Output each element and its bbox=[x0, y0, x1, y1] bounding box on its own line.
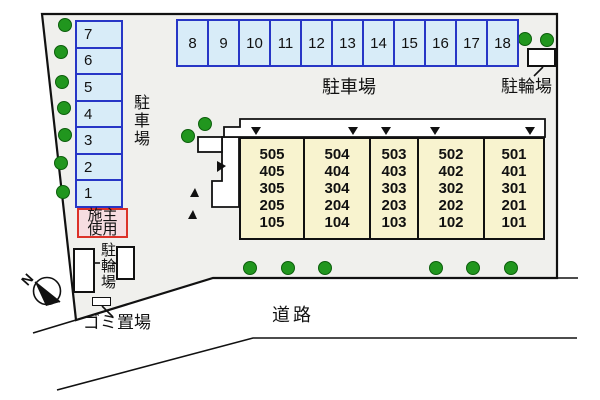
trash-pointer-line bbox=[101, 305, 114, 318]
tree-icon bbox=[318, 261, 332, 275]
room-number: 505 bbox=[259, 146, 285, 163]
parking-space-6: 6 bbox=[75, 46, 123, 76]
room-number: 104 bbox=[324, 214, 350, 231]
bicycle-top-label: 駐輪場 bbox=[501, 77, 552, 96]
tree-icon bbox=[504, 261, 518, 275]
tree-icon bbox=[58, 18, 72, 32]
entrance-marker-icon bbox=[251, 127, 261, 135]
parking-space-1: 1 bbox=[75, 179, 123, 209]
parking-space-2: 2 bbox=[75, 152, 123, 182]
parking-top-label: 駐車場 bbox=[322, 77, 376, 97]
parking-space-5: 5 bbox=[75, 73, 123, 102]
owner-use-line1: 施主 bbox=[87, 207, 118, 224]
room-number: 101 bbox=[501, 214, 527, 231]
tree-icon bbox=[58, 128, 72, 142]
room-number: 305 bbox=[259, 180, 285, 197]
parking-space-3: 3 bbox=[75, 126, 123, 155]
parking-space-7: 7 bbox=[75, 20, 123, 49]
room-number: 102 bbox=[438, 214, 464, 231]
tree-icon bbox=[56, 185, 70, 199]
tree-icon bbox=[55, 75, 69, 89]
tree-icon bbox=[281, 261, 295, 275]
room-number: 501 bbox=[501, 146, 527, 163]
room-number: 201 bbox=[501, 197, 527, 214]
parking-space-8: 8 bbox=[176, 19, 209, 67]
parking-space-13: 13 bbox=[331, 19, 364, 67]
parking-space-11: 11 bbox=[269, 19, 302, 67]
room-number: 402 bbox=[438, 163, 464, 180]
parking-space-12: 12 bbox=[300, 19, 333, 67]
tree-row bbox=[54, 18, 554, 275]
approach-marker-icon bbox=[188, 210, 197, 219]
parking-space-16: 16 bbox=[424, 19, 457, 67]
room-number: 304 bbox=[324, 180, 350, 197]
room-number: 404 bbox=[324, 163, 350, 180]
bicycle-bottom-rect bbox=[73, 248, 95, 293]
parking-space-4: 4 bbox=[75, 99, 123, 129]
parking-space-18: 18 bbox=[486, 19, 519, 67]
tree-icon bbox=[54, 156, 68, 170]
room-number: 203 bbox=[381, 197, 407, 214]
road-top-edge-left bbox=[32, 319, 77, 334]
approach-marker-icon bbox=[190, 188, 199, 197]
room-number: 403 bbox=[381, 163, 407, 180]
tree-icon bbox=[54, 45, 68, 59]
tree-icon bbox=[540, 33, 554, 47]
north-compass-icon: N bbox=[18, 270, 62, 306]
parking-space-14: 14 bbox=[362, 19, 395, 67]
bike-top-pointer-line bbox=[533, 66, 544, 77]
tree-icon bbox=[429, 261, 443, 275]
entrance-marker-icon bbox=[430, 127, 440, 135]
road-bottom-edge bbox=[56, 337, 577, 391]
bicycle-bottom-label: 駐輪場 bbox=[99, 242, 116, 290]
tree-icon bbox=[466, 261, 480, 275]
room-number: 303 bbox=[381, 180, 407, 197]
bicycle-top-rect bbox=[527, 48, 556, 67]
parking-space-9: 9 bbox=[207, 19, 240, 67]
tree-icon bbox=[243, 261, 257, 275]
parking-space-15: 15 bbox=[393, 19, 426, 67]
room-number: 105 bbox=[259, 214, 285, 231]
parking-left-label: 駐車場 bbox=[131, 94, 148, 148]
garbage-area-label: ゴミ置場 bbox=[83, 313, 151, 332]
room-number: 202 bbox=[438, 197, 464, 214]
bicycle-bottom-rect bbox=[116, 246, 135, 280]
owner-use-box: 施主 使用 bbox=[77, 208, 128, 238]
parking-space-10: 10 bbox=[238, 19, 271, 67]
room-number: 401 bbox=[501, 163, 527, 180]
tree-icon bbox=[198, 117, 212, 131]
road-label: 道路 bbox=[272, 305, 314, 325]
side-entrance-icon bbox=[217, 161, 226, 172]
parking-space-17: 17 bbox=[455, 19, 488, 67]
room-number: 204 bbox=[324, 197, 350, 214]
entrance-marker-icon bbox=[381, 127, 391, 135]
entrance-marker-icon bbox=[348, 127, 358, 135]
compass-needle bbox=[35, 282, 60, 306]
room-number: 301 bbox=[501, 180, 527, 197]
room-number: 103 bbox=[381, 214, 407, 231]
tree-icon bbox=[181, 129, 195, 143]
tree-icon bbox=[518, 32, 532, 46]
tree-icon bbox=[57, 101, 71, 115]
room-number: 302 bbox=[438, 180, 464, 197]
room-number: 405 bbox=[259, 163, 285, 180]
owner-use-line2: 使用 bbox=[87, 221, 118, 238]
entrance-marker-icon bbox=[525, 127, 535, 135]
garbage-rect bbox=[92, 297, 111, 306]
compass-north-label: N bbox=[18, 270, 37, 288]
room-number: 503 bbox=[381, 146, 407, 163]
building-porch bbox=[197, 136, 223, 153]
room-number: 502 bbox=[438, 146, 464, 163]
room-number: 504 bbox=[324, 146, 350, 163]
room-number: 205 bbox=[259, 197, 285, 214]
